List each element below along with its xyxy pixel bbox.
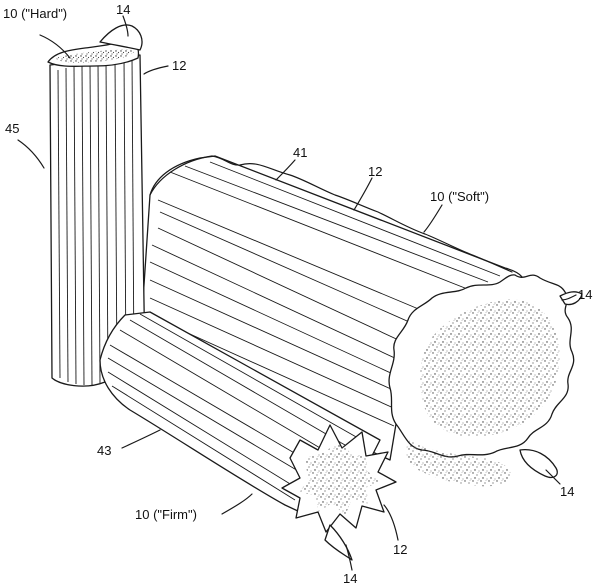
hard-tube (47, 24, 146, 387)
hard-core (55, 49, 134, 63)
leader-41 (275, 159, 296, 181)
label-12-top: 12 (172, 58, 186, 73)
label-14-bottomright: 14 (560, 484, 574, 499)
hard-tab (99, 24, 143, 51)
leader-soft (423, 204, 443, 233)
firm-cylinder (99, 311, 397, 561)
label-14-bottom: 14 (343, 571, 357, 586)
soft-core-lower (406, 440, 511, 487)
labels: 10 ("Hard") 14 12 45 41 12 10 ("Soft") 1… (3, 2, 592, 586)
leader-12-top (143, 65, 169, 75)
label-firm: 10 ("Firm") (135, 507, 197, 522)
label-hard: 10 ("Hard") (3, 6, 67, 21)
firm-tab (324, 524, 353, 561)
leader-14-bottomright (545, 469, 561, 485)
soft-tab (519, 449, 558, 479)
label-45: 45 (5, 121, 19, 136)
leader-hard-14 (122, 15, 129, 37)
label-12-firm: 12 (393, 542, 407, 557)
label-43: 43 (97, 443, 111, 458)
firm-flute-lines (107, 313, 359, 501)
label-41: 41 (293, 145, 307, 160)
leader-45 (17, 139, 45, 169)
leader-firm (221, 493, 253, 515)
label-14-topright: 14 (578, 287, 592, 302)
firm-core (300, 440, 380, 515)
leader-hard (39, 34, 71, 59)
leader-12-soft (353, 177, 373, 211)
leader-14-topright (561, 294, 577, 301)
leader-lines (17, 15, 577, 571)
label-soft: 10 ("Soft") (430, 189, 489, 204)
leader-12-firm (383, 504, 399, 541)
soft-core (420, 299, 560, 437)
leader-43 (121, 429, 161, 449)
hard-flute-lines (57, 55, 135, 386)
leader-14-bottom (345, 544, 353, 571)
label-14-top: 14 (116, 2, 130, 17)
label-12-soft: 12 (368, 164, 382, 179)
